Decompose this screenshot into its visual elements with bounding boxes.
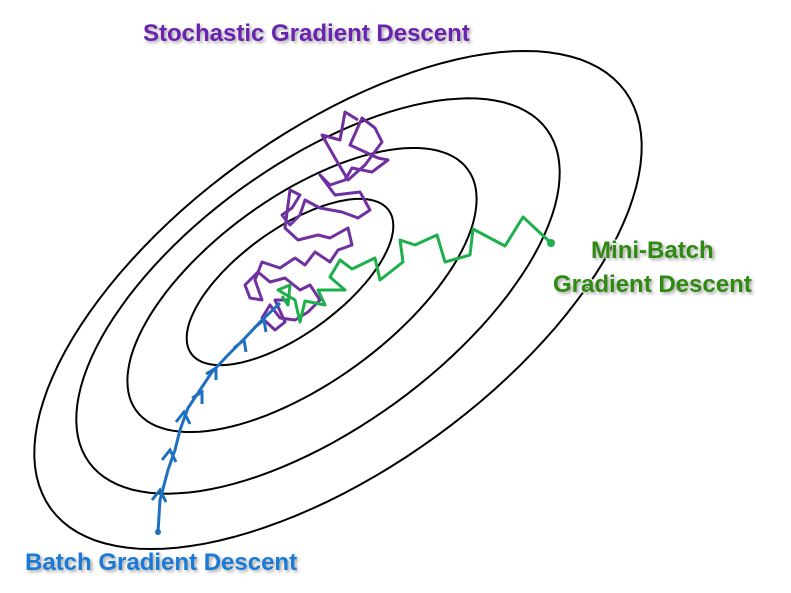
- minibatch-start-point: [547, 239, 555, 247]
- minibatch-label-line2: Gradient Descent: [553, 271, 752, 298]
- contour-4: [33, 49, 643, 551]
- minibatch-gradient-descent-label: Mini-Batch Gradient Descent: [553, 234, 752, 302]
- contour-1: [185, 197, 395, 367]
- batch-gradient-descent-label: Batch Gradient Descent: [25, 549, 298, 576]
- batch-start-point: [155, 529, 161, 535]
- minibatch-path: [276, 215, 553, 324]
- minibatch-label-line1: Mini-Batch: [591, 237, 714, 264]
- stochastic-gradient-descent-label: Stochastic Gradient Descent: [143, 20, 470, 47]
- batch-path: [156, 301, 282, 533]
- batch-arrowheads: [150, 317, 268, 503]
- stochastic-path: [243, 110, 390, 332]
